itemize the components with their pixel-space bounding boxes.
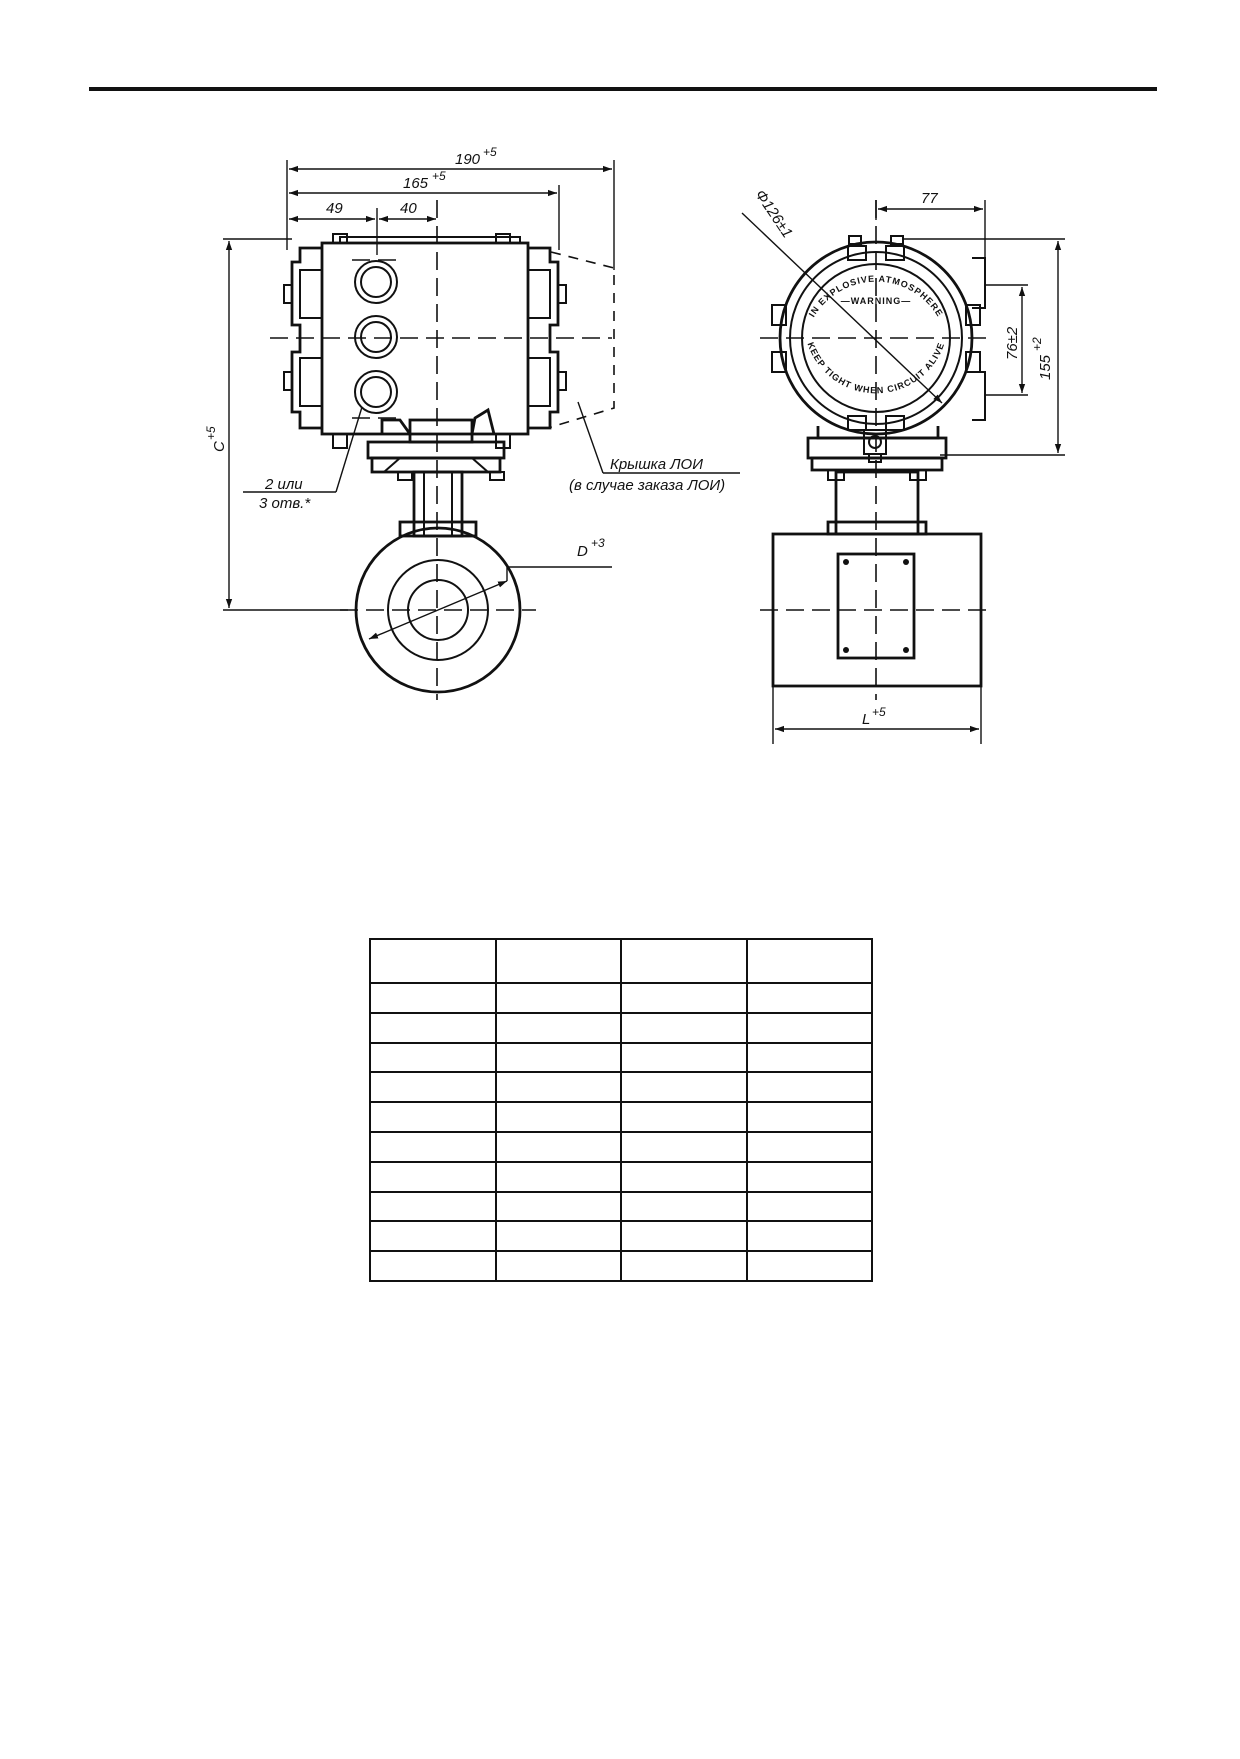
table-row — [369, 1071, 873, 1104]
dim-165: 165 +5 — [289, 169, 560, 250]
dim-diameter-label: Φ126±1 — [751, 187, 795, 241]
dim-155-label: 155 — [1037, 354, 1054, 380]
table-cell — [494, 1011, 622, 1044]
transmitter-cover: IN EXPLOSIVE ATMOSPHERE —WARNING— KEEP T… — [771, 235, 986, 463]
table-cell — [494, 1250, 622, 1282]
front-view: IN EXPLOSIVE ATMOSPHERE —WARNING— KEEP T… — [741, 187, 1065, 744]
table-cell — [620, 1041, 748, 1074]
table-row — [369, 1250, 873, 1282]
table-cell — [494, 1130, 622, 1163]
dim-d-label: D — [577, 543, 588, 560]
table-cell — [620, 982, 748, 1014]
dim-40-label: 40 — [400, 200, 417, 217]
table-cell — [620, 1160, 748, 1193]
table-cell — [745, 1130, 873, 1163]
table-row — [369, 1220, 873, 1253]
table-cell — [620, 1220, 748, 1253]
table-cell — [494, 982, 622, 1014]
table-cell — [620, 1011, 748, 1044]
dim-49-label: 49 — [326, 200, 343, 217]
table-cell — [369, 1130, 497, 1163]
table-cell — [369, 1250, 497, 1282]
dim-49-40: 49 40 — [289, 200, 436, 255]
callout-cover-line2: (в случае заказа ЛОИ) — [569, 477, 725, 494]
table-row — [369, 1041, 873, 1074]
callout-holes: 2 или 3 отв.* — [243, 406, 363, 512]
table-cell — [369, 1220, 497, 1253]
table-header-cell — [745, 938, 873, 984]
table-row — [369, 1160, 873, 1193]
table-cell — [745, 982, 873, 1014]
table-row — [369, 1130, 873, 1163]
table-cell — [494, 1220, 622, 1253]
dim-76: 76±2 — [985, 284, 1028, 396]
dim-c-label: C — [211, 441, 228, 452]
dim-155: 155 +2 — [903, 238, 1065, 456]
dim-77-label: 77 — [921, 190, 938, 207]
dim-c: C +5 — [204, 238, 348, 611]
mounting-block — [366, 440, 506, 538]
dim-d: D +3 — [368, 536, 612, 640]
front-mounting-block — [806, 436, 948, 536]
dim-l: L +5 — [772, 686, 982, 744]
table-cell — [369, 1190, 497, 1223]
table-cell — [369, 1041, 497, 1074]
cover-text-warning: —WARNING— — [841, 296, 912, 306]
table-header-cell — [369, 938, 497, 984]
table-cell — [745, 1160, 873, 1193]
table-header-cell — [620, 938, 748, 984]
table-header-row — [369, 938, 873, 984]
table-cell — [745, 1220, 873, 1253]
dim-76-label: 76±2 — [1004, 326, 1021, 360]
dim-190-label: 190 — [455, 151, 481, 168]
table-cell — [494, 1101, 622, 1133]
dim-190-tol: +5 — [483, 145, 497, 159]
table-body — [369, 982, 873, 1282]
callout-cover-line1: Крышка ЛОИ — [610, 456, 703, 473]
table-cell — [745, 1250, 873, 1282]
table-cell — [494, 1071, 622, 1104]
table-cell — [369, 1160, 497, 1193]
table-cell — [369, 982, 497, 1014]
table-cell — [494, 1160, 622, 1193]
table-row — [369, 1190, 873, 1223]
table-cell — [745, 1071, 873, 1104]
table-cell — [745, 1190, 873, 1223]
table-cell — [745, 1101, 873, 1133]
table-cell — [620, 1250, 748, 1282]
transmitter-housing — [283, 233, 567, 449]
table-row — [369, 982, 873, 1014]
side-view: 190 +5 165 +5 49 40 — [204, 145, 740, 700]
dim-155-tol: +2 — [1030, 337, 1044, 351]
dim-190: 190 +5 — [286, 145, 615, 270]
loi-cover-outline — [547, 251, 615, 429]
callout-loi-cover: Крышка ЛОИ (в случае заказа ЛОИ) — [569, 401, 740, 494]
dim-l-label: L — [862, 711, 870, 728]
table-cell — [620, 1130, 748, 1163]
dimensions-table — [369, 938, 873, 1282]
table-header-cell — [494, 938, 622, 984]
table-cell — [369, 1101, 497, 1133]
callout-holes-line1: 2 или — [264, 476, 303, 493]
table-cell — [494, 1041, 622, 1074]
dim-c-tol: +5 — [204, 426, 218, 440]
table-cell — [369, 1071, 497, 1104]
dim-165-label: 165 — [403, 175, 429, 192]
table-cell — [620, 1071, 748, 1104]
dim-165-tol: +5 — [432, 169, 446, 183]
dim-77: 77 — [875, 190, 986, 258]
table-cell — [369, 1011, 497, 1044]
callout-holes-line2: 3 отв.* — [259, 495, 311, 512]
table-cell — [494, 1190, 622, 1223]
table-cell — [745, 1041, 873, 1074]
table-cell — [745, 1011, 873, 1044]
table-cell — [620, 1101, 748, 1133]
table-cell — [620, 1190, 748, 1223]
dim-d-tol: +3 — [591, 536, 605, 550]
table-row — [369, 1011, 873, 1044]
dim-l-tol: +5 — [872, 705, 886, 719]
table-row — [369, 1101, 873, 1133]
